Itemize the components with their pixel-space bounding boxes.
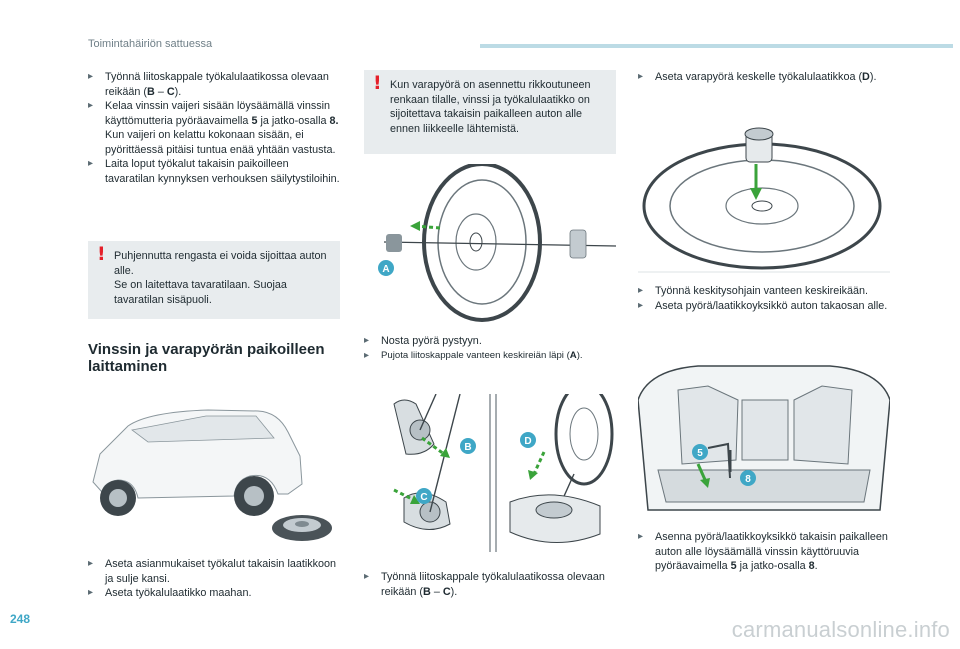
callout-d-label: D [524, 436, 531, 447]
bullet-marker-icon: ▸ [638, 285, 644, 296]
bullet-item: ▸ Työnnä liitoskappale työkalulaatikossa… [88, 71, 329, 98]
bullet-item: ▸ Laita loput työkalut takaisin paikoill… [88, 158, 340, 185]
bullet-marker-icon: ▸ [364, 571, 370, 582]
bullet-item: ▸ Kelaa vinssin vaijeri sisään löysäämäl… [88, 100, 339, 156]
col2-mid-bullets: ▸ Nosta pyörä pystyyn. ▸ Pujota liitoska… [364, 334, 620, 362]
bullet-item: ▸ Aseta varapyörä keskelle työkalulaatik… [638, 71, 877, 83]
bullet-marker-icon: ▸ [638, 531, 644, 542]
page-number: 248 [10, 612, 31, 626]
header-accent-bar [480, 44, 953, 48]
col3-bottom-bullets: ▸ Asenna pyörä/laatikkoyksikkö takaisin … [638, 530, 894, 574]
callout-5-label: 5 [697, 448, 703, 459]
figure-car-boot-winch: 5 8 [638, 360, 890, 520]
figure-tool-box-connection: B C D [364, 394, 616, 552]
bullet-item: ▸ Asenna pyörä/laatikkoyksikkö takaisin … [638, 531, 888, 572]
bullet-item: ▸ Työnnä liitoskappale työkalulaatikossa… [364, 571, 605, 598]
bullet-marker-icon: ▸ [88, 158, 94, 169]
car-spare-wheel-illustration [92, 409, 332, 541]
bullet-marker-icon: ▸ [88, 587, 94, 598]
col3-top-bullets: ▸ Aseta varapyörä keskelle työkalulaatik… [638, 70, 894, 85]
bullet-marker-icon: ▸ [88, 71, 94, 82]
col1-top-bullets: ▸ Työnnä liitoskappale työkalulaatikossa… [88, 70, 340, 186]
callout-a-label: A [382, 264, 389, 275]
callout-c-label: C [420, 492, 427, 503]
warning-exclamation-icon: ! [373, 72, 382, 94]
callout-8-label: 8 [745, 474, 751, 485]
bullet-marker-icon: ▸ [638, 299, 644, 311]
figure-wheel-upright: A [364, 164, 616, 324]
bullet-item: ▸ Työnnä keskitysohjain vanteen keskirei… [638, 285, 869, 297]
callout-b-label: B [464, 442, 471, 453]
figure-wheel-on-toolbox [638, 112, 890, 276]
warning-exclamation-icon: ! [97, 243, 106, 265]
wheel-on-toolbox-illustration [638, 127, 890, 273]
bullet-item: ▸ Nosta pyörä pystyyn. [364, 335, 482, 347]
col3-mid-bullets: ▸ Työnnä keskitysohjain vanteen keskirei… [638, 284, 894, 313]
bullet-item: ▸ Aseta asianmukaiset työkalut takaisin … [88, 558, 337, 585]
warning-box-flat-tyre: ! Puhjennutta rengasta ei voida sijoitta… [88, 241, 340, 319]
toolbox-connection-illustration: B C D [393, 394, 614, 552]
col2-bottom-bullets: ▸ Työnnä liitoskappale työkalulaatikossa… [364, 570, 620, 599]
bullet-item: ▸ Aseta pyörä/laatikkoyksikkö auton taka… [638, 299, 888, 312]
section-title: Vinssin ja varapyörän paikoilleen laitta… [88, 341, 325, 375]
wheel-upright-illustration: A [378, 164, 616, 322]
bullet-item: ▸ Pujota liitoskappale vanteen keskireiä… [364, 349, 583, 361]
car-boot-illustration: 5 8 [638, 365, 890, 511]
header-title: Toimintahäiriön sattuessa [88, 38, 213, 50]
bullet-marker-icon: ▸ [364, 335, 370, 346]
figure-car-with-spare-wheel [88, 394, 340, 546]
col1-bottom-bullets: ▸ Aseta asianmukaiset työkalut takaisin … [88, 557, 340, 601]
bullet-marker-icon: ▸ [88, 558, 94, 569]
bullet-marker-icon: ▸ [638, 71, 644, 82]
watermark: carmanualsonline.info [731, 617, 950, 642]
bullet-marker-icon: ▸ [88, 100, 94, 111]
bullet-marker-icon: ▸ [364, 349, 370, 361]
bullet-item: ▸ Aseta työkalulaatikko maahan. [88, 587, 252, 599]
warning-box-reinstall: ! Kun varapyörä on asennettu rikkoutunee… [364, 70, 616, 154]
